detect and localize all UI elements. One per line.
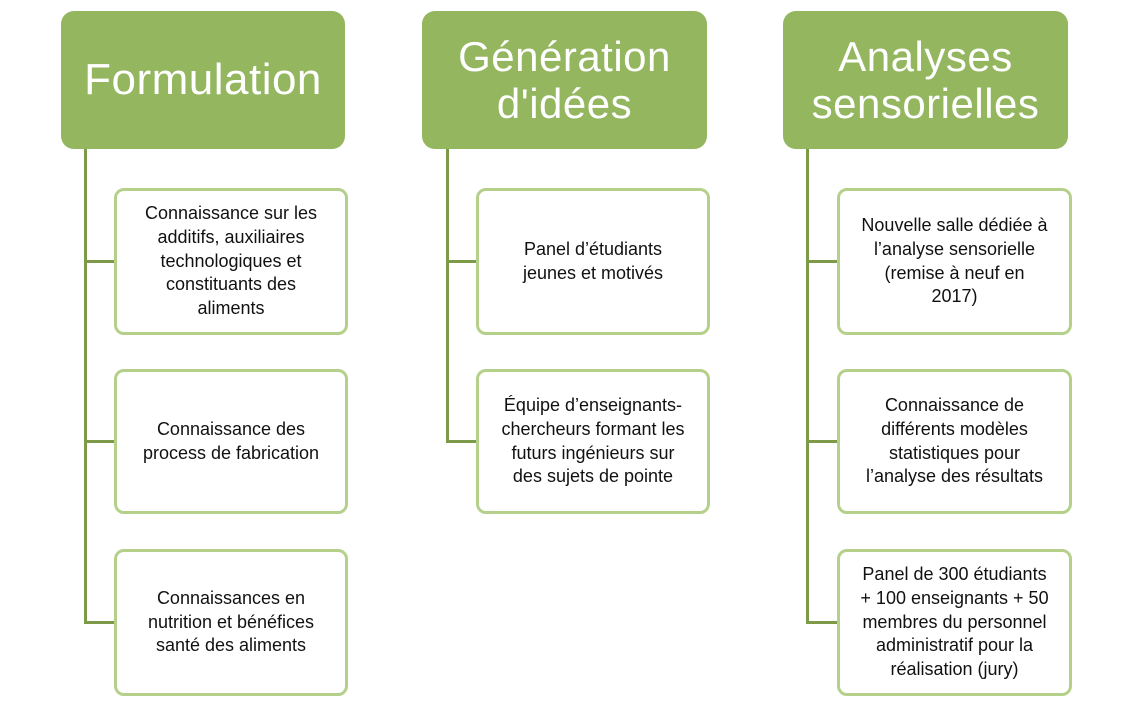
item-formulation-process: Connaissance des process de fabrication bbox=[114, 369, 348, 514]
connector-formulation-vertical bbox=[84, 149, 87, 623]
item-text: Panel de 300 étudiants + 100 enseignants… bbox=[860, 564, 1049, 680]
item-analyses-salle: Nouvelle salle dédiée à l’analyse sensor… bbox=[837, 188, 1072, 335]
connector-analyses-3 bbox=[806, 621, 840, 624]
header-generation-idees-label: Génération d'idées bbox=[458, 32, 671, 127]
item-generation-equipe: Équipe d’enseignants- chercheurs formant… bbox=[476, 369, 710, 514]
connector-generation-vertical bbox=[446, 149, 449, 442]
header-analyses-sensorielles: Analyses sensorielles bbox=[783, 11, 1068, 149]
connector-formulation-2 bbox=[84, 440, 116, 443]
item-generation-panel: Panel d’étudiants jeunes et motivés bbox=[476, 188, 710, 335]
item-text: Connaissance de différents modèles stati… bbox=[865, 395, 1044, 487]
item-analyses-panel: Panel de 300 étudiants + 100 enseignants… bbox=[837, 549, 1072, 696]
connector-analyses-vertical bbox=[806, 149, 809, 623]
item-text: Connaissances en nutrition et bénéfices … bbox=[147, 587, 315, 656]
connector-generation-2 bbox=[446, 440, 478, 443]
item-formulation-nutrition: Connaissances en nutrition et bénéfices … bbox=[114, 549, 348, 696]
item-text: Connaissance sur les additifs, auxiliair… bbox=[144, 203, 318, 319]
header-formulation-label: Formulation bbox=[84, 55, 322, 105]
connector-analyses-2 bbox=[806, 440, 840, 443]
header-analyses-sensorielles-label: Analyses sensorielles bbox=[811, 32, 1040, 127]
connector-analyses-1 bbox=[806, 260, 840, 263]
item-text: Connaissance des process de fabrication bbox=[142, 418, 320, 463]
item-text: Panel d’étudiants jeunes et motivés bbox=[522, 238, 664, 283]
connector-formulation-1 bbox=[84, 260, 116, 263]
item-text: Équipe d’enseignants- chercheurs formant… bbox=[501, 395, 685, 487]
header-formulation: Formulation bbox=[61, 11, 345, 149]
connector-generation-1 bbox=[446, 260, 478, 263]
item-formulation-additifs: Connaissance sur les additifs, auxiliair… bbox=[114, 188, 348, 335]
header-generation-idees: Génération d'idées bbox=[422, 11, 707, 149]
item-text: Nouvelle salle dédiée à l’analyse sensor… bbox=[861, 215, 1048, 307]
connector-formulation-3 bbox=[84, 621, 116, 624]
item-analyses-modeles: Connaissance de différents modèles stati… bbox=[837, 369, 1072, 514]
